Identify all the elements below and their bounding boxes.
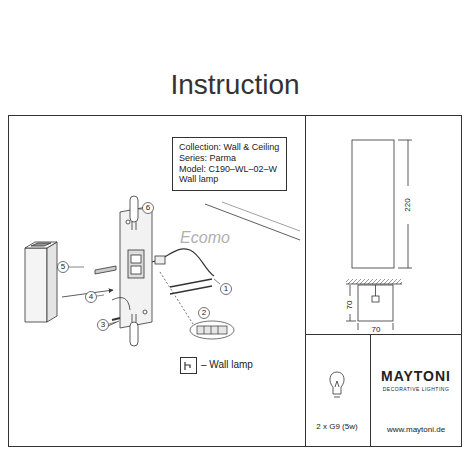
brand-logo: MAYTONI <box>381 368 451 384</box>
bulb-icon <box>330 372 344 397</box>
cable <box>152 249 214 276</box>
legend-text: – Wall lamp <box>201 359 253 371</box>
info-text: Series: Parma <box>179 153 280 164</box>
callout-number: 4 <box>89 292 93 301</box>
callout-number: 3 <box>101 320 105 329</box>
frame <box>9 115 463 447</box>
lamp-body <box>25 242 57 322</box>
title: Instruction <box>170 69 299 101</box>
dimension: 220 <box>403 198 412 211</box>
callout-number: 6 <box>146 203 150 212</box>
leader-line <box>69 267 84 268</box>
info-text: Model: C190–WL–02–W <box>179 164 280 175</box>
bulb-spec: 2 x G9 (5w) <box>316 422 357 431</box>
dimension-drawing <box>346 140 412 330</box>
callout-number: 1 <box>224 284 228 293</box>
screw <box>95 266 212 326</box>
callout-number: 5 <box>61 262 65 271</box>
mounting-plate <box>120 206 152 328</box>
info-box: Collection: Wall & CeilingSeries: ParmaM… <box>172 137 287 191</box>
website: www.maytoni.de <box>387 425 445 434</box>
dimension: 70 <box>372 325 381 334</box>
dimension: 70 <box>345 301 354 310</box>
info-text: Collection: Wall & Ceiling <box>179 142 280 153</box>
watermark: Ecomo <box>180 229 230 247</box>
g9-bulb <box>130 196 138 346</box>
brand-tagline: DECORATIVE LIGHTING <box>383 387 450 393</box>
clip <box>112 298 130 310</box>
info-text: Wall lamp <box>179 174 280 185</box>
callout-number: 2 <box>202 308 206 317</box>
callout-circle <box>58 203 232 331</box>
terminal-detail <box>160 272 234 339</box>
wall-lamp-icon <box>181 358 197 374</box>
